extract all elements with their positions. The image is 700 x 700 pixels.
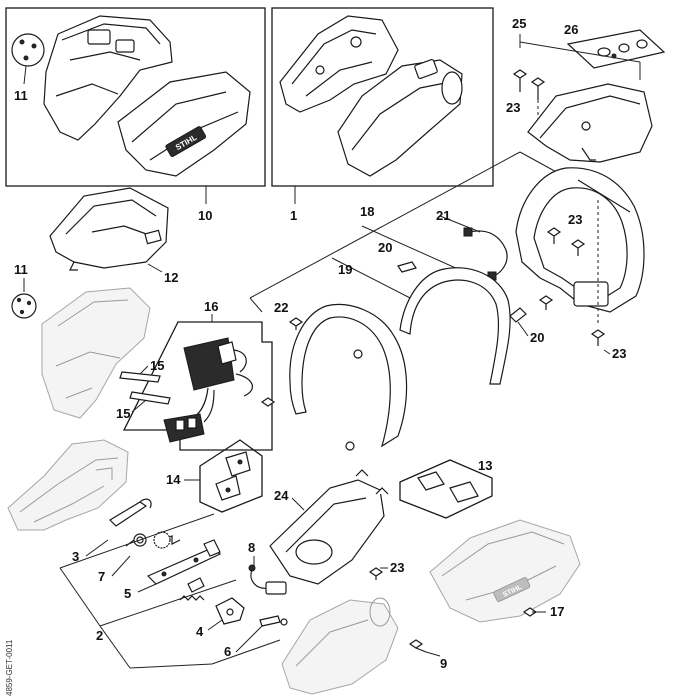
switch-rod xyxy=(146,539,222,585)
switch-assembly xyxy=(163,413,205,443)
sticker-disc-lower xyxy=(11,293,37,319)
callout-19[interactable]: 19 xyxy=(338,262,352,277)
lock-button xyxy=(215,597,245,625)
part-2-bracket xyxy=(59,513,281,669)
callout-11-lower[interactable]: 11 xyxy=(14,262,28,277)
callout-22[interactable]: 22 xyxy=(274,300,288,315)
front-handle-frame xyxy=(515,167,645,313)
shroud-upper xyxy=(279,15,399,113)
callout-17[interactable]: 17 xyxy=(550,604,564,619)
callout-3[interactable]: 3 xyxy=(72,549,79,564)
part-18-bracket xyxy=(249,151,561,313)
callout-8[interactable]: 8 xyxy=(248,540,255,555)
ghost-housing xyxy=(41,287,151,419)
ghost-half-shell xyxy=(7,439,129,531)
screw-pair xyxy=(512,69,546,100)
control-module xyxy=(183,337,253,423)
callout-23-center[interactable]: 23 xyxy=(390,560,404,575)
callout-4[interactable]: 4 xyxy=(196,624,204,639)
screw-handle-mid xyxy=(260,397,276,407)
right-housing: STIHL xyxy=(429,519,581,623)
callout-9[interactable]: 9 xyxy=(440,656,447,671)
callout-25[interactable]: 25 xyxy=(512,16,526,31)
name-plate-sheet xyxy=(566,29,666,69)
screw-9 xyxy=(408,639,427,653)
callout-24[interactable]: 24 xyxy=(274,488,289,503)
trigger-lever xyxy=(109,498,152,527)
loop-handle-front xyxy=(289,303,408,451)
ghost-lower-shell xyxy=(281,597,399,695)
part-13-box xyxy=(399,459,493,519)
callout-15a[interactable]: 15 xyxy=(150,358,164,373)
housing-cover: STIHL xyxy=(117,71,251,177)
shroud-lower xyxy=(337,58,463,177)
screw-lower-center xyxy=(368,567,384,580)
callout-16[interactable]: 16 xyxy=(204,299,218,314)
screw-22 xyxy=(288,317,304,330)
part-10-kit-box: 11 STIHL xyxy=(5,7,266,187)
callout-10[interactable]: 10 xyxy=(198,208,212,223)
small-pin xyxy=(259,615,288,627)
callout-21[interactable]: 21 xyxy=(436,208,450,223)
screw-bottom-right xyxy=(538,200,611,355)
loop-handle-back xyxy=(399,267,511,385)
callout-6[interactable]: 6 xyxy=(224,644,231,659)
callout-14[interactable]: 14 xyxy=(166,472,181,487)
clip-20-lower xyxy=(509,307,527,323)
spring-clip-lower xyxy=(129,391,171,405)
support-frame xyxy=(49,187,169,271)
screws-right xyxy=(546,227,586,256)
callout-18[interactable]: 18 xyxy=(360,204,374,219)
part-14-box xyxy=(199,439,263,513)
callout-1[interactable]: 1 xyxy=(290,208,297,223)
spring-clip-upper xyxy=(119,371,161,383)
callout-7[interactable]: 7 xyxy=(98,569,105,584)
coil-spring xyxy=(153,531,181,549)
callout-2[interactable]: 2 xyxy=(96,628,103,643)
part-1-kit-box xyxy=(271,7,494,187)
callout-11[interactable]: 11 xyxy=(14,88,28,103)
spring-small xyxy=(179,577,205,601)
footer-reference-code: 4859-GET-0011 xyxy=(5,639,14,696)
callout-20[interactable]: 20 xyxy=(378,240,392,255)
callout-23-right[interactable]: 23 xyxy=(568,212,582,227)
callout-26[interactable]: 26 xyxy=(564,22,578,37)
clip-20-upper xyxy=(397,261,417,273)
callout-13[interactable]: 13 xyxy=(478,458,492,473)
part-16-box xyxy=(122,321,273,451)
callout-12[interactable]: 12 xyxy=(164,270,178,285)
callout-23[interactable]: 23 xyxy=(506,100,520,115)
callout-5[interactable]: 5 xyxy=(124,586,131,601)
callout-20-lower[interactable]: 20 xyxy=(530,330,544,345)
cable-connector xyxy=(248,564,287,595)
callout-23-bottom[interactable]: 23 xyxy=(612,346,626,361)
guard-plate xyxy=(269,469,389,585)
sticker-disc xyxy=(11,33,45,85)
callout-15b[interactable]: 15 xyxy=(116,406,130,421)
housing-shell xyxy=(43,15,173,141)
top-cover xyxy=(527,83,653,163)
